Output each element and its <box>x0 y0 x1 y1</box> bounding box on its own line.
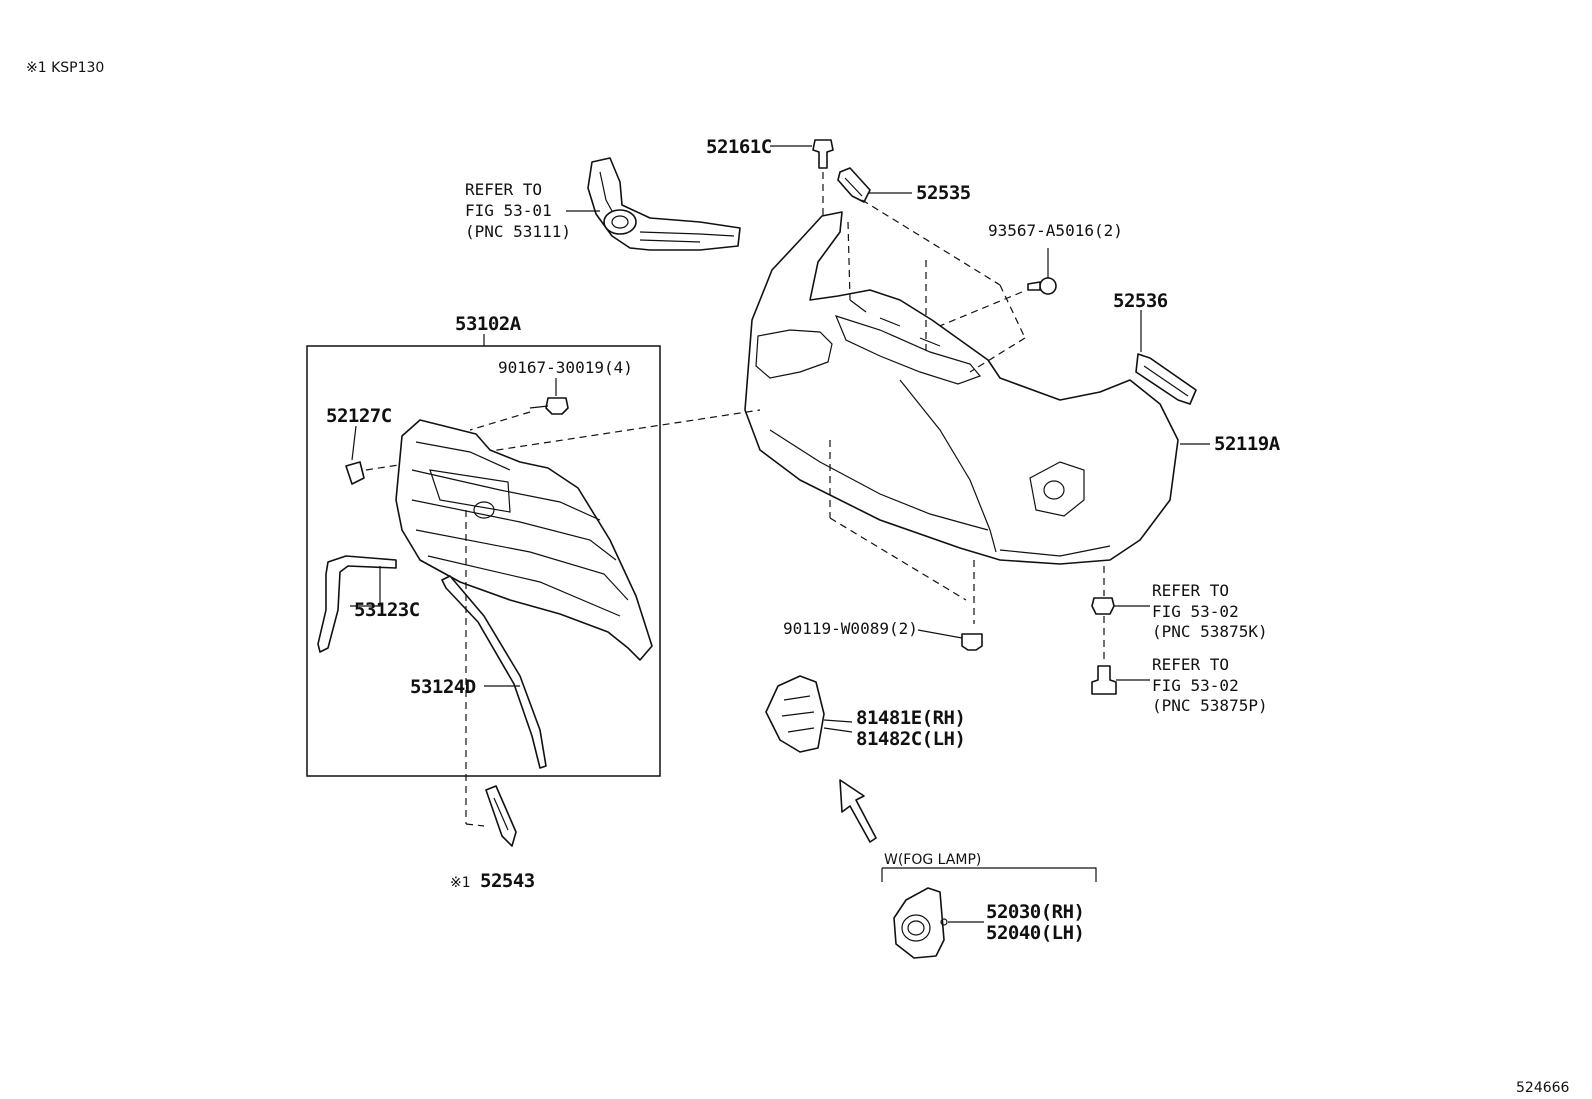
screw-93567-drawing <box>929 248 1057 331</box>
reference-nut-k: REFER TO FIG 53-02 (PNC 53875K) <box>1152 581 1268 641</box>
fog-lamp-label: W(FOG LAMP) <box>884 852 981 868</box>
svg-text:(PNC 53111): (PNC 53111) <box>465 222 571 241</box>
grille-assembly-box <box>306 345 661 777</box>
label-53102A: 53102A <box>455 313 522 335</box>
grille-reference: REFER TO FIG 53-01 (PNC 53111) <box>465 180 600 241</box>
bracket-52536-drawing <box>1135 310 1197 405</box>
fog-lamp-bracket <box>881 867 1097 882</box>
label-93567: 93567-A5016(2) <box>988 221 1123 240</box>
svg-text:(PNC 53875K): (PNC 53875K) <box>1152 622 1268 641</box>
nut-53875K-drawing <box>1091 597 1150 615</box>
upper-grille-drawing <box>587 157 741 251</box>
svg-text:REFER TO: REFER TO <box>465 180 542 199</box>
svg-text:FIG 53-01: FIG 53-01 <box>465 201 552 220</box>
label-52030: 52030(RH) <box>986 901 1084 923</box>
svg-text:(PNC 53875P): (PNC 53875P) <box>1152 696 1268 715</box>
model-note: ※1 KSP130 <box>26 60 104 76</box>
bracket-52535-drawing <box>837 167 912 203</box>
label-81481E: 81481E(RH) <box>856 707 965 729</box>
fog-cover-81481E-drawing <box>765 675 853 753</box>
label-52535: 52535 <box>916 182 971 204</box>
label-52127C: 52127C <box>326 405 392 427</box>
bumper-cover-drawing <box>744 211 1210 565</box>
label-53123C: 53123C <box>354 599 420 621</box>
cover-52543-drawing <box>465 510 517 847</box>
label-90167: 90167-30019(4) <box>498 358 633 377</box>
radiator-grille-drawing <box>395 419 653 661</box>
label-52161C: 52161C <box>706 136 772 158</box>
bolt-53875P-drawing <box>1091 665 1150 695</box>
arrow-icon <box>839 779 877 843</box>
label-52119A: 52119A <box>1214 433 1281 455</box>
label-52543-mark: ※1 <box>450 875 471 891</box>
svg-text:REFER TO: REFER TO <box>1152 655 1229 674</box>
fog-lamp-drawing <box>893 887 984 959</box>
label-90119: 90119-W0089(2) <box>783 619 918 638</box>
bolt-90119-drawing <box>917 629 983 651</box>
svg-text:FIG 53-02: FIG 53-02 <box>1152 676 1239 695</box>
label-52543: 52543 <box>480 870 535 892</box>
bolt-90167-drawing <box>469 378 569 431</box>
molding-53124D-drawing <box>441 575 547 769</box>
molding-53123C-drawing <box>317 555 397 653</box>
svg-text:FIG 53-02: FIG 53-02 <box>1152 602 1239 621</box>
reference-bolt-p: REFER TO FIG 53-02 (PNC 53875P) <box>1152 655 1268 715</box>
label-81482C: 81482C(LH) <box>856 728 965 750</box>
label-52536: 52536 <box>1113 290 1168 312</box>
label-52040: 52040(LH) <box>986 922 1084 944</box>
label-53124D: 53124D <box>410 676 476 698</box>
svg-text:REFER TO: REFER TO <box>1152 581 1229 600</box>
figure-number: 524666 <box>1516 1080 1570 1096</box>
